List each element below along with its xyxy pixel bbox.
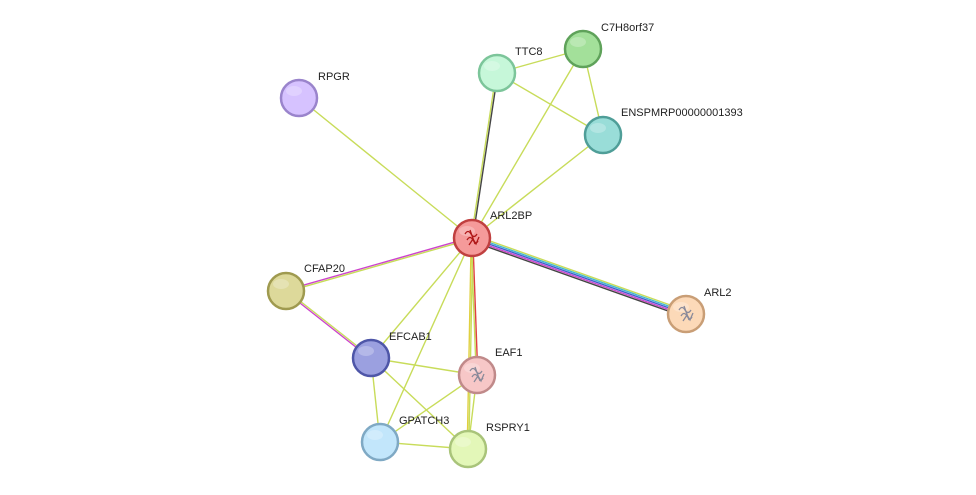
edge-evidence-line <box>370 357 469 450</box>
node-label-cfap20: CFAP20 <box>304 263 345 275</box>
node-highlight <box>286 86 302 96</box>
edge-evidence-line <box>470 72 497 238</box>
edge-evidence-line <box>466 237 472 449</box>
node-highlight <box>459 226 475 236</box>
edge-arl2bp-enspmrp00000001393 <box>471 134 604 239</box>
edge-evidence-line <box>496 72 604 136</box>
node-circle[interactable] <box>351 338 391 378</box>
node-label-gpatch3: GPATCH3 <box>399 415 449 427</box>
edge-evidence-line <box>472 73 499 239</box>
node-label-enspmrp00000001393: ENSPMRP00000001393 <box>621 107 743 119</box>
edge-evidence-line <box>468 238 474 450</box>
node-circle[interactable] <box>583 115 623 155</box>
edge-evidence-line <box>298 97 473 239</box>
edge-evidence-line <box>370 237 473 359</box>
edge-arl2bp-rpgr <box>298 97 473 239</box>
node-label-efcab1: EFCAB1 <box>389 331 432 343</box>
edge-evidence-line <box>471 238 686 317</box>
node-arl2bp[interactable]: ARL2BP <box>452 210 532 258</box>
edge-arl2bp-ttc8 <box>470 72 499 239</box>
node-circle[interactable] <box>360 422 400 462</box>
node-label-rpgr: RPGR <box>318 71 350 83</box>
edge-arl2bp-arl2 <box>470 234 688 318</box>
node-label-c7h8orf37: C7H8orf37 <box>601 22 654 34</box>
node-label-arl2bp: ARL2BP <box>490 210 532 222</box>
node-cfap20[interactable]: CFAP20 <box>266 263 345 311</box>
edge-evidence-line <box>472 237 479 375</box>
node-circle[interactable] <box>266 271 306 311</box>
node-rpgr[interactable]: RPGR <box>279 71 350 118</box>
edge-arl2bp-efcab1 <box>370 237 473 359</box>
edge-evidence-line <box>470 240 686 318</box>
node-highlight <box>367 430 383 440</box>
edge-evidence-line <box>379 374 478 443</box>
node-label-ttc8: TTC8 <box>515 46 543 58</box>
edge-evidence-line <box>472 234 688 312</box>
node-rspry1[interactable]: RSPRY1 <box>448 422 530 469</box>
edge-efcab1-rspry1 <box>370 357 469 450</box>
node-highlight <box>590 123 606 133</box>
edge-evidence-line <box>379 237 473 443</box>
node-label-rspry1: RSPRY1 <box>486 422 530 434</box>
node-highlight <box>464 363 480 373</box>
protein-structure-icon-gray <box>678 305 694 322</box>
edge-evidence-line <box>471 134 604 239</box>
edge-arl2bp-cfap20 <box>285 236 473 293</box>
node-c7h8orf37[interactable]: C7H8orf37 <box>563 22 654 69</box>
node-highlight <box>358 346 374 356</box>
node-enspmrp00000001393[interactable]: ENSPMRP00000001393 <box>583 107 743 155</box>
node-circle[interactable] <box>563 29 603 69</box>
edge-eaf1-gpatch3 <box>379 374 478 443</box>
node-arl2[interactable]: ARL2 <box>666 287 732 334</box>
protein-structure-icon-red <box>464 229 480 246</box>
node-eaf1[interactable]: EAF1 <box>457 347 523 395</box>
edge-arl2bp-c7h8orf37 <box>471 48 584 239</box>
node-gpatch3[interactable]: GPATCH3 <box>360 415 449 462</box>
node-circle[interactable] <box>477 53 517 93</box>
node-label-eaf1: EAF1 <box>495 347 523 359</box>
node-circle[interactable] <box>448 429 488 469</box>
node-label-arl2: ARL2 <box>704 287 732 299</box>
node-ttc8[interactable]: TTC8 <box>477 46 543 93</box>
edge-evidence-line <box>286 238 473 293</box>
edge-arl2bp-rspry1 <box>466 237 474 450</box>
edge-evidence-line <box>285 236 472 291</box>
node-efcab1[interactable]: EFCAB1 <box>351 331 432 378</box>
node-highlight <box>455 437 471 447</box>
node-highlight <box>484 61 500 71</box>
node-highlight <box>273 279 289 289</box>
protein-structure-icon-gray <box>469 366 485 383</box>
edge-evidence-line <box>472 235 687 314</box>
edge-evidence-line <box>471 48 584 239</box>
edge-ttc8-enspmrp00000001393 <box>496 72 604 136</box>
edge-arl2bp-gpatch3 <box>379 237 473 443</box>
edge-evidence-line <box>471 237 687 315</box>
node-highlight <box>673 302 689 312</box>
node-highlight <box>570 37 586 47</box>
node-circle[interactable] <box>279 78 319 118</box>
